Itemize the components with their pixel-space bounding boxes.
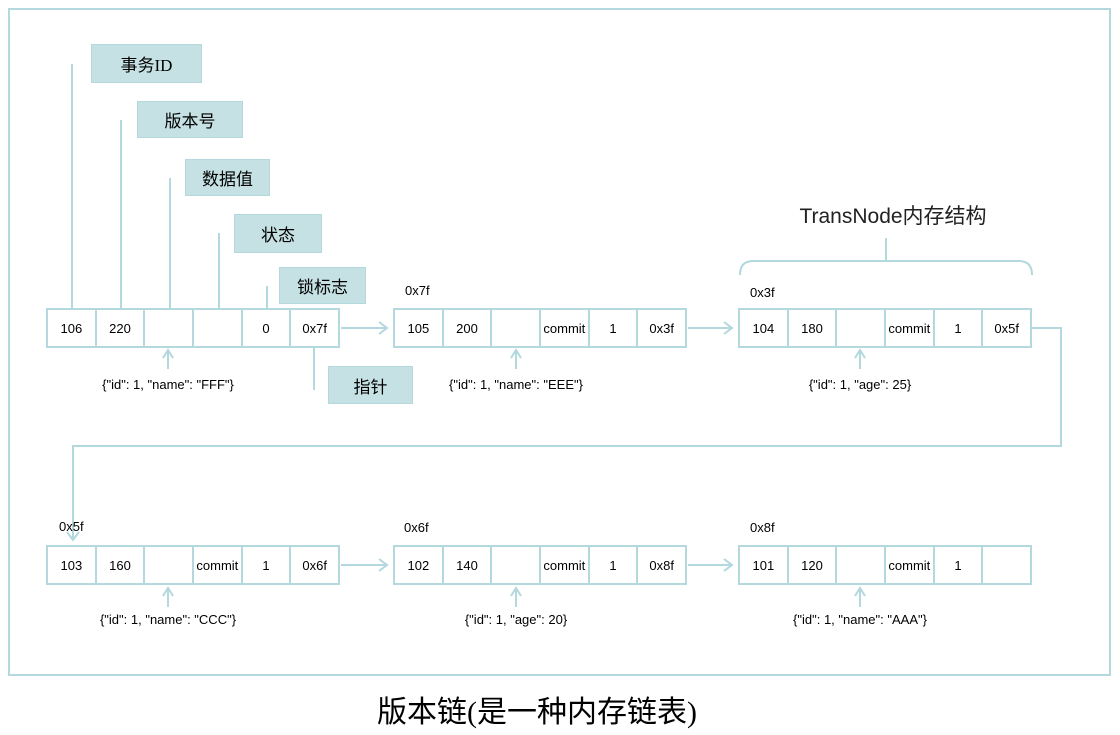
cell-status: commit	[886, 310, 935, 346]
cell-lock-flag: 1	[243, 547, 292, 583]
field-label-transaction-id: 事务ID	[91, 44, 202, 83]
transnode-struct-label: TransNode内存结构	[799, 205, 987, 228]
cell-data-value	[145, 310, 195, 346]
cell-pointer: 0x6f	[302, 557, 327, 573]
node-4-address: 0x5f	[59, 519, 84, 534]
cell-status: commit	[541, 310, 590, 346]
cell-version: 120	[789, 547, 838, 583]
cell-version: 180	[789, 310, 838, 346]
cell-data-value	[837, 310, 887, 346]
cell-transaction-id: 103	[48, 547, 97, 583]
node-6-annotation: {"id": 1, "name": "AAA"}	[793, 612, 927, 627]
field-label-status: 状态	[234, 214, 322, 253]
cell-lock-flag: 1	[935, 310, 984, 346]
cell-status	[194, 310, 243, 346]
node-3-address: 0x3f	[750, 285, 775, 300]
trans-node-1: 106 220 0 0x7f	[46, 308, 340, 348]
cell-transaction-id: 104	[740, 310, 789, 346]
node-3-annotation: {"id": 1, "age": 25}	[808, 377, 912, 392]
field-label-pointer: 指针	[328, 366, 413, 404]
cell-lock-flag: 1	[935, 547, 984, 583]
cell-pointer: 0x3f	[649, 320, 674, 336]
cell-version: 220	[97, 310, 146, 346]
cell-lock-flag: 1	[590, 547, 639, 583]
cell-status: commit	[194, 547, 243, 583]
cell-data-value	[837, 547, 887, 583]
node-4-annotation: {"id": 1, "name": "CCC"}	[99, 612, 237, 627]
field-label-lock-flag: 锁标志	[279, 267, 366, 304]
cell-transaction-id: 101	[740, 547, 789, 583]
node-5-annotation: {"id": 1, "age": 20}	[464, 612, 568, 627]
trans-node-5: 102 140 commit 1 0x8f	[393, 545, 687, 585]
trans-node-2: 105 200 commit 1 0x3f	[393, 308, 687, 348]
cell-pointer: 0x5f	[994, 320, 1019, 336]
trans-node-6: 101 120 commit 1	[738, 545, 1032, 585]
cell-pointer	[983, 547, 1030, 583]
cell-lock-flag: 0	[243, 310, 292, 346]
cell-version: 160	[97, 547, 146, 583]
cell-data-value	[492, 547, 542, 583]
cell-status: commit	[541, 547, 590, 583]
node-6-address: 0x8f	[750, 520, 775, 535]
cell-pointer: 0x8f	[649, 557, 674, 573]
cell-lock-flag: 1	[590, 310, 639, 346]
cell-transaction-id: 102	[395, 547, 444, 583]
diagram-title: 版本链(是一种内存链表)	[377, 696, 697, 729]
node-1-annotation: {"id": 1, "name": "FFF"}	[102, 377, 234, 392]
trans-node-3: 104 180 commit 1 0x5f	[738, 308, 1032, 348]
cell-transaction-id: 105	[395, 310, 444, 346]
node-2-address: 0x7f	[405, 283, 430, 298]
cell-status: commit	[886, 547, 935, 583]
node-5-address: 0x6f	[404, 520, 429, 535]
cell-data-value	[492, 310, 542, 346]
node-2-annotation: {"id": 1, "name": "EEE"}	[449, 377, 583, 392]
trans-node-4: 103 160 commit 1 0x6f	[46, 545, 340, 585]
field-label-version: 版本号	[137, 101, 243, 138]
cell-data-value	[145, 547, 195, 583]
cell-pointer: 0x7f	[302, 320, 327, 336]
cell-version: 200	[444, 310, 493, 346]
field-label-data-value: 数据值	[185, 159, 270, 196]
cell-transaction-id: 106	[48, 310, 97, 346]
diagram-border	[8, 8, 1111, 676]
cell-version: 140	[444, 547, 493, 583]
